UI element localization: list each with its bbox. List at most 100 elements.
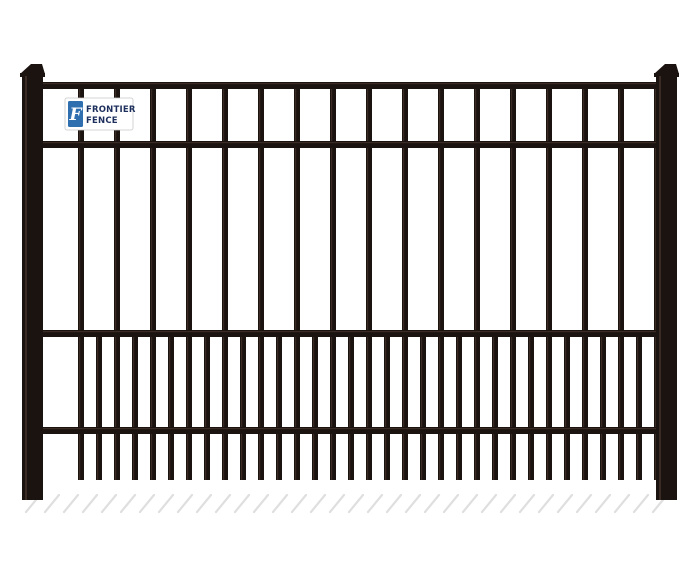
- tall-picket-highlight: [403, 84, 405, 480]
- puppy-picket: [276, 334, 282, 480]
- picket-shadow: [309, 493, 327, 514]
- tall-picket-highlight: [79, 84, 81, 480]
- picket-shadow: [461, 493, 479, 514]
- puppy-picket: [240, 334, 246, 480]
- puppy-picket: [312, 334, 318, 480]
- logo-line-2: FENCE: [86, 116, 118, 126]
- puppy-picket: [204, 334, 210, 480]
- picket-shadow: [271, 493, 289, 514]
- tall-picket: [402, 84, 408, 480]
- rail-highlight: [38, 142, 662, 144]
- horizontal-rail: [38, 82, 662, 89]
- fence-rails: [38, 82, 662, 434]
- puppy-picket: [348, 334, 354, 480]
- picket-shadow: [233, 493, 251, 514]
- puppy-picket-highlight: [97, 334, 99, 480]
- picket-shadow: [423, 493, 441, 514]
- tall-picket: [78, 84, 84, 480]
- puppy-picket-highlight: [313, 334, 315, 480]
- tall-picket-highlight: [511, 84, 513, 480]
- picket-shadow: [100, 493, 118, 514]
- puppy-picket-highlight: [241, 334, 243, 480]
- picket-shadow: [290, 493, 308, 514]
- picket-shadow: [499, 493, 517, 514]
- puppy-picket-highlight: [169, 334, 171, 480]
- puppy-picket-highlight: [277, 334, 279, 480]
- right-post-highlight: [659, 76, 661, 500]
- puppy-picket: [384, 334, 390, 480]
- tall-picket-highlight: [115, 84, 117, 480]
- picket-shadow: [442, 493, 460, 514]
- picket-shadow: [328, 493, 346, 514]
- left-post-highlight: [25, 76, 27, 500]
- picket-shadow: [385, 493, 403, 514]
- picket-shadow: [176, 493, 194, 514]
- picket-shadow: [480, 493, 498, 514]
- picket-shadow: [537, 493, 555, 514]
- tall-picket: [222, 84, 228, 480]
- tall-picket: [258, 84, 264, 480]
- puppy-picket: [420, 334, 426, 480]
- picket-shadow: [594, 493, 612, 514]
- puppy-picket-highlight: [421, 334, 423, 480]
- tall-picket-highlight: [547, 84, 549, 480]
- tall-picket-highlight: [295, 84, 297, 480]
- tall-picket-highlight: [475, 84, 477, 480]
- tall-picket-highlight: [223, 84, 225, 480]
- tall-picket-highlight: [259, 84, 261, 480]
- tall-picket-highlight: [583, 84, 585, 480]
- left-post-cap-base: [20, 73, 45, 77]
- picket-shadow: [556, 493, 574, 514]
- horizontal-rail: [38, 141, 662, 148]
- tall-picket: [330, 84, 336, 480]
- puppy-picket-highlight: [493, 334, 495, 480]
- puppy-picket-highlight: [385, 334, 387, 480]
- tall-picket: [294, 84, 300, 480]
- left-post-cap: [20, 64, 45, 74]
- tall-picket: [366, 84, 372, 480]
- right-post: [656, 76, 677, 500]
- picket-shadow: [404, 493, 422, 514]
- right-post-cap: [654, 64, 679, 74]
- tall-picket: [114, 84, 120, 480]
- puppy-picket-highlight: [457, 334, 459, 480]
- rail-highlight: [38, 428, 662, 430]
- right-post-cap-base: [654, 73, 679, 77]
- frontier-fence-logo: F FRONTIER FENCE: [64, 97, 136, 131]
- puppy-picket: [492, 334, 498, 480]
- tall-picket-highlight: [655, 84, 657, 480]
- puppy-picket-highlight: [565, 334, 567, 480]
- picket-shadow: [62, 493, 80, 514]
- ground-shadows: [24, 493, 669, 514]
- tall-picket-highlight: [151, 84, 153, 480]
- puppy-picket-highlight: [205, 334, 207, 480]
- picket-shadow: [138, 493, 156, 514]
- picket-shadow: [575, 493, 593, 514]
- rail-highlight: [38, 83, 662, 85]
- rail-highlight: [38, 331, 662, 333]
- puppy-picket: [456, 334, 462, 480]
- fence-posts: [20, 64, 679, 500]
- tall-picket-highlight: [439, 84, 441, 480]
- puppy-picket-highlight: [349, 334, 351, 480]
- horizontal-rail: [38, 330, 662, 337]
- puppy-picket-highlight: [529, 334, 531, 480]
- puppy-picket: [528, 334, 534, 480]
- left-post: [22, 76, 43, 500]
- puppy-picket: [96, 334, 102, 480]
- picket-shadow: [613, 493, 631, 514]
- tall-picket: [438, 84, 444, 480]
- tall-picket: [546, 84, 552, 480]
- picket-shadow: [157, 493, 175, 514]
- picket-shadow: [119, 493, 137, 514]
- picket-shadow: [347, 493, 365, 514]
- picket-shadow: [214, 493, 232, 514]
- tall-picket-highlight: [619, 84, 621, 480]
- puppy-picket-highlight: [133, 334, 135, 480]
- tall-picket-highlight: [367, 84, 369, 480]
- puppy-picket-highlight: [637, 334, 639, 480]
- horizontal-rail: [38, 427, 662, 434]
- logo-monogram: F: [68, 105, 83, 125]
- puppy-picket: [636, 334, 642, 480]
- puppy-picket: [564, 334, 570, 480]
